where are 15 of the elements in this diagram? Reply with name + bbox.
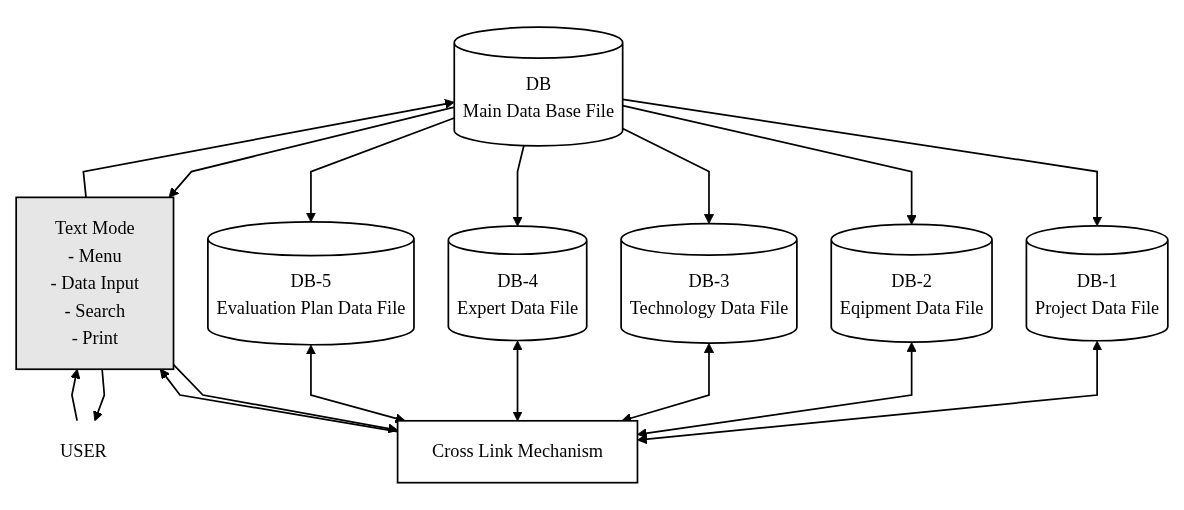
- arrow: [82, 99, 455, 199]
- node-text: USER: [59, 441, 107, 461]
- arrow: [93, 368, 106, 422]
- arrow: [512, 340, 523, 422]
- arrow: [512, 144, 525, 227]
- node-box: Text Mode - Menu - Data Input - Search - Print: [15, 196, 175, 371]
- arrow: [621, 98, 1103, 227]
- node-box: Cross Link Mechanism: [396, 420, 639, 484]
- arrow: [168, 106, 456, 198]
- arrow: [621, 104, 917, 225]
- arrow: [621, 127, 715, 225]
- arrow: [70, 368, 81, 422]
- arrow: [305, 117, 456, 223]
- arrow: [637, 342, 917, 439]
- arrow: [637, 340, 1103, 445]
